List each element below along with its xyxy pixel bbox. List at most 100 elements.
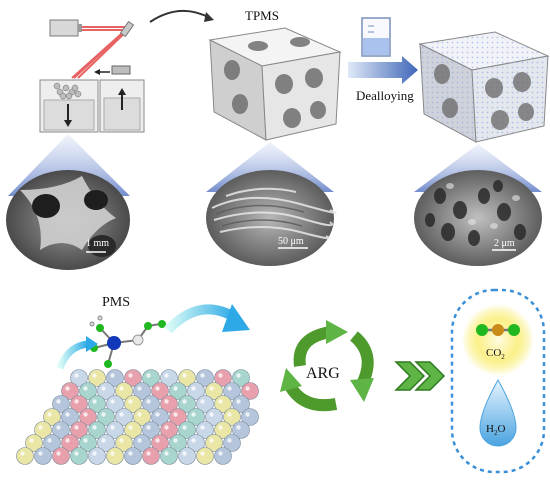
surface-sphere [70,421,88,439]
scalebar-sem3: 2 μm [494,238,515,249]
surface-sphere [178,421,196,439]
surface-sphere [169,408,187,426]
surface-sphere [52,421,70,439]
sphere-highlight [110,399,115,404]
surface-sphere [160,447,178,465]
surface-sphere [124,421,142,439]
sphere-highlight [209,412,214,417]
sphere-highlight [164,399,169,404]
surface-sphere [187,408,205,426]
sphere-highlight [218,425,223,430]
surface-sphere [169,382,187,400]
sphere-highlight [227,412,232,417]
dealloying-arrow [348,56,418,84]
surface-sphere [115,434,133,452]
n-atom [107,336,121,350]
surface-sphere [70,395,88,413]
sphere-highlight [20,451,25,456]
surface-sphere [178,447,196,465]
powder-part [53,82,82,100]
sphere-highlight [173,412,178,417]
sphere-highlight [200,399,205,404]
surface-sphere [196,421,214,439]
surface-sphere [88,395,106,413]
scalebar-sem1: 1 mm [86,238,109,249]
surface-sphere [97,382,115,400]
surface-sphere [43,434,61,452]
surface-sphere [160,421,178,439]
sphere-highlight [83,412,88,417]
surface-sphere [79,408,97,426]
surface-sphere [151,408,169,426]
sem-image-1 [6,170,130,270]
sphere-highlight [137,386,142,391]
surface-sphere [214,369,232,387]
sphere-highlight [164,425,169,430]
sphere-highlight [47,412,52,417]
sphere-highlight [137,412,142,417]
sphere-highlight [191,412,196,417]
curved-arrow-top [149,9,211,23]
surface-sphere [187,382,205,400]
sphere-highlight [128,425,133,430]
surface-sphere [232,369,250,387]
surface-sphere [124,447,142,465]
surface-sphere [160,395,178,413]
sphere-highlight [227,386,232,391]
surface-sphere [241,382,259,400]
products-box [450,288,546,474]
surface-sphere [160,369,178,387]
surface-sphere [34,447,52,465]
sphere-highlight [56,399,61,404]
sphere-highlight [110,451,115,456]
sphere-highlight [173,386,178,391]
sphere-highlight [182,451,187,456]
tpms-label: TPMS [245,8,279,23]
sphere-highlight [101,386,106,391]
sem-image-2 [206,170,337,266]
co2-label: CO2 [486,347,505,361]
sphere-highlight [200,451,205,456]
surface-sphere [178,395,196,413]
adsorb-arrow [56,340,89,370]
surface-sphere [106,447,124,465]
sphere-highlight [119,386,124,391]
sphere-highlight [92,451,97,456]
sphere-highlight [236,399,241,404]
surface-sphere [133,408,151,426]
sphere-highlight [74,373,79,378]
surface-sphere [61,408,79,426]
sphere-highlight [146,425,151,430]
sphere-highlight [191,438,196,443]
surface-sphere [232,395,250,413]
sphere-highlight [164,451,169,456]
laser-beam [71,25,131,79]
sphere-highlight [56,451,61,456]
surface-sphere [61,382,79,400]
surface-sphere [205,382,223,400]
sphere-highlight [92,425,97,430]
sphere-highlight [227,438,232,443]
sphere-highlight [182,373,187,378]
surface-sphere [151,382,169,400]
sphere-highlight [164,373,169,378]
sphere-highlight [218,451,223,456]
sphere-highlight [209,438,214,443]
sphere-highlight [182,425,187,430]
water-drop-icon [479,378,517,447]
surface-sphere [223,434,241,452]
sphere-highlight [218,373,223,378]
sphere-highlight [83,386,88,391]
sphere-highlight [110,373,115,378]
sphere-highlight [110,425,115,430]
surface-sphere [142,395,160,413]
pms-molecule [89,315,166,368]
surface-sphere [97,408,115,426]
catalyst-surface [16,369,259,465]
sphere-highlight [83,438,88,443]
surface-sphere [214,447,232,465]
surface-sphere [88,421,106,439]
sphere-highlight [65,438,70,443]
surface-sphere [232,421,250,439]
surface-sphere [214,421,232,439]
